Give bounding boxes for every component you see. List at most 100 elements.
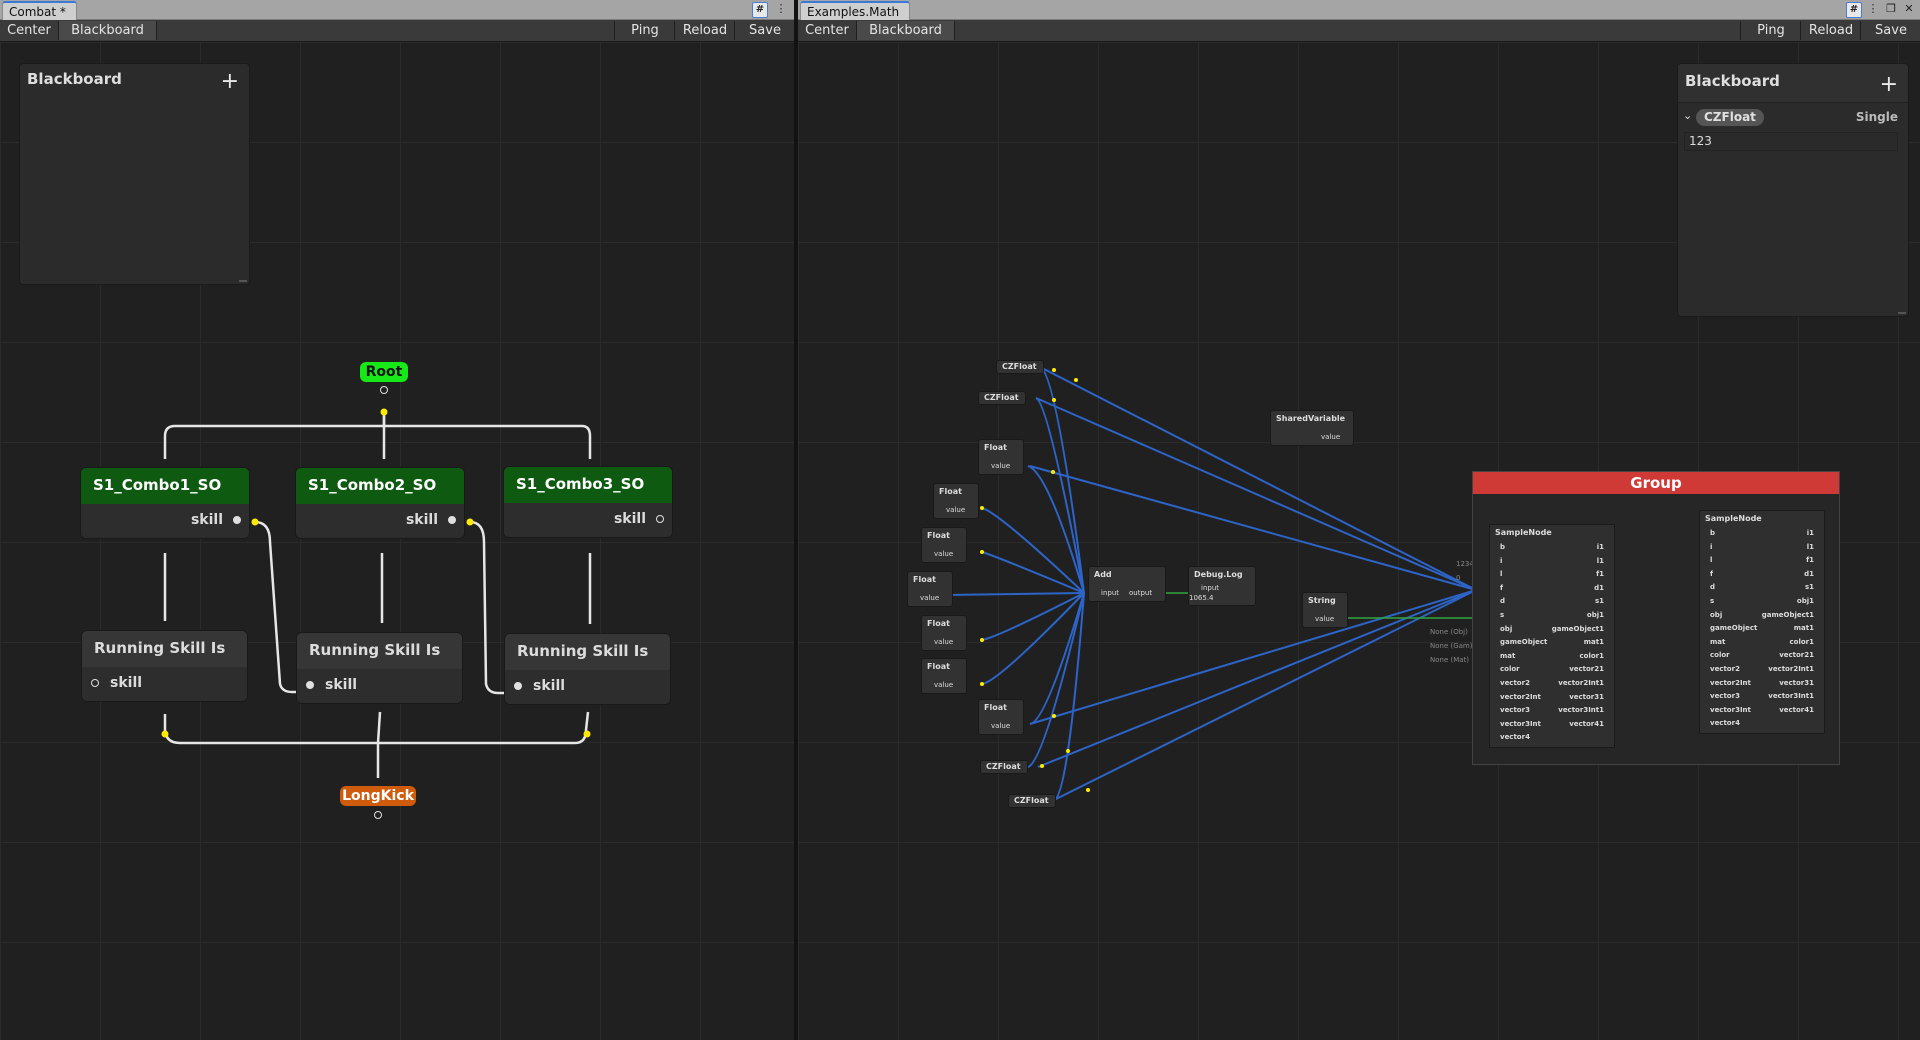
- longkick-port[interactable]: [374, 811, 382, 819]
- port-color1[interactable]: color1: [1789, 637, 1815, 646]
- port-vector31[interactable]: vector31: [1779, 678, 1814, 687]
- group-title[interactable]: Group: [1473, 472, 1839, 494]
- field-value[interactable]: None (Obj): [1430, 628, 1468, 636]
- hash-icon[interactable]: #: [752, 2, 768, 18]
- field-value[interactable]: None (Gam): [1430, 642, 1473, 650]
- port-b[interactable]: b: [1500, 543, 1506, 551]
- shared-variable-node[interactable]: SharedVariable value: [1270, 410, 1354, 446]
- float-node-7[interactable]: Float value: [978, 699, 1024, 735]
- port-vector3[interactable]: vector3: [1710, 692, 1740, 701]
- port-vector3[interactable]: vector3: [1500, 706, 1530, 715]
- field-value[interactable]: 0: [1456, 574, 1461, 582]
- debug-log-node[interactable]: Debug.Log input 1065.4: [1188, 566, 1256, 606]
- add-node[interactable]: Add input output: [1088, 566, 1166, 602]
- float-node-1[interactable]: Float value: [978, 439, 1024, 475]
- port-vector41[interactable]: vector41: [1779, 705, 1814, 714]
- combo3-node[interactable]: S1_Combo3_SO skill: [504, 467, 672, 537]
- longkick-node[interactable]: LongKick: [340, 786, 416, 806]
- more-menu-icon[interactable]: ⋮: [775, 2, 787, 15]
- czfloat-node-2[interactable]: CZFloat: [978, 391, 1026, 405]
- resize-handle[interactable]: [1898, 312, 1906, 314]
- port-gameObject[interactable]: gameObject: [1710, 624, 1758, 633]
- combo1-node[interactable]: S1_Combo1_SO skill: [81, 468, 249, 538]
- port-vector2Int1[interactable]: vector2Int1: [1558, 679, 1604, 687]
- port-mat1[interactable]: mat1: [1583, 638, 1604, 647]
- port-d1[interactable]: d1: [1804, 569, 1814, 578]
- blackboard-button[interactable]: Blackboard: [58, 21, 157, 40]
- add-icon[interactable]: +: [1879, 72, 1898, 97]
- port-obj1[interactable]: obj1: [1796, 597, 1814, 605]
- port-obj1[interactable]: obj1: [1586, 611, 1604, 619]
- port-gameObject[interactable]: gameObject: [1500, 638, 1548, 647]
- port-vector2Int1[interactable]: vector2Int1: [1768, 665, 1814, 673]
- czfloat-node-4[interactable]: CZFloat: [1008, 794, 1056, 808]
- center-button[interactable]: Center: [0, 21, 59, 40]
- port-d[interactable]: d: [1500, 597, 1506, 606]
- port-vector3Int1[interactable]: vector3Int1: [1558, 706, 1604, 715]
- close-icon[interactable]: ✕: [1904, 2, 1914, 15]
- combo2-node[interactable]: S1_Combo2_SO skill: [296, 468, 464, 538]
- variable-row[interactable]: ⌄ CZFloat Single: [1678, 106, 1908, 130]
- ping-button[interactable]: Ping: [614, 21, 675, 40]
- port-color[interactable]: color: [1500, 665, 1520, 674]
- port-i[interactable]: i: [1710, 542, 1713, 551]
- float-node-6[interactable]: Float value: [921, 658, 967, 694]
- field-value[interactable]: 1234: [1456, 560, 1474, 568]
- running-skill-node-2[interactable]: Running Skill Is skill: [297, 633, 462, 703]
- port-s[interactable]: s: [1710, 597, 1715, 605]
- port-i1[interactable]: i1: [1596, 543, 1604, 551]
- port-f[interactable]: f: [1500, 583, 1504, 592]
- port-i[interactable]: i: [1500, 556, 1503, 565]
- port-s1[interactable]: s1: [1594, 597, 1604, 606]
- port-f[interactable]: f: [1710, 569, 1714, 578]
- port-s1[interactable]: s1: [1804, 583, 1814, 592]
- port-vector21[interactable]: vector21: [1779, 651, 1814, 660]
- resize-handle[interactable]: [239, 280, 247, 282]
- skill-input-port[interactable]: [514, 682, 522, 690]
- port-vector31[interactable]: vector31: [1569, 692, 1604, 701]
- port-vector3Int[interactable]: vector3Int: [1710, 705, 1751, 714]
- center-button[interactable]: Center: [798, 21, 857, 40]
- skill-port[interactable]: [448, 516, 456, 524]
- port-obj[interactable]: obj: [1500, 624, 1513, 633]
- skill-port[interactable]: [233, 516, 241, 524]
- hash-icon[interactable]: #: [1846, 2, 1862, 18]
- maximize-icon[interactable]: ❐: [1886, 2, 1896, 15]
- port-f1[interactable]: f1: [1596, 570, 1604, 579]
- skill-input-port[interactable]: [91, 679, 99, 687]
- port-vector4[interactable]: vector4: [1710, 719, 1740, 728]
- graph-canvas[interactable]: Blackboard + Root S1_Combo1_SO skill S1_…: [0, 42, 794, 1040]
- port-vector3Int1[interactable]: vector3Int1: [1768, 692, 1814, 701]
- float-node-5[interactable]: Float value: [921, 615, 967, 651]
- port-vector2[interactable]: vector2: [1500, 679, 1530, 687]
- reload-button[interactable]: Reload: [1800, 21, 1861, 40]
- root-port[interactable]: [380, 386, 388, 394]
- port-d[interactable]: d: [1710, 583, 1716, 592]
- port-b[interactable]: b: [1710, 529, 1716, 537]
- tab-combat[interactable]: Combat *: [2, 1, 77, 21]
- float-node-2[interactable]: Float value: [933, 483, 979, 519]
- string-node[interactable]: String value: [1302, 592, 1348, 628]
- port-l[interactable]: l: [1710, 556, 1713, 565]
- running-skill-node-3[interactable]: Running Skill Is skill: [505, 634, 670, 704]
- save-button[interactable]: Save: [1860, 21, 1920, 40]
- skill-port[interactable]: [656, 515, 664, 523]
- skill-input-port[interactable]: [306, 681, 314, 689]
- more-menu-icon[interactable]: ⋮: [1867, 2, 1879, 15]
- port-i1[interactable]: i1: [1806, 529, 1814, 537]
- save-button[interactable]: Save: [734, 21, 794, 40]
- pane-splitter[interactable]: [794, 0, 798, 1040]
- port-d1[interactable]: d1: [1594, 583, 1604, 592]
- port-obj[interactable]: obj: [1710, 610, 1723, 619]
- root-node[interactable]: Root: [360, 362, 408, 382]
- running-skill-node-1[interactable]: Running Skill Is skill: [82, 631, 247, 701]
- port-vector21[interactable]: vector21: [1569, 665, 1604, 674]
- ping-button[interactable]: Ping: [1740, 21, 1801, 40]
- port-vector2[interactable]: vector2: [1710, 665, 1740, 673]
- port-s[interactable]: s: [1500, 611, 1505, 619]
- port-l[interactable]: l: [1500, 570, 1503, 579]
- reload-button[interactable]: Reload: [674, 21, 735, 40]
- float-node-4[interactable]: Float value: [907, 571, 953, 607]
